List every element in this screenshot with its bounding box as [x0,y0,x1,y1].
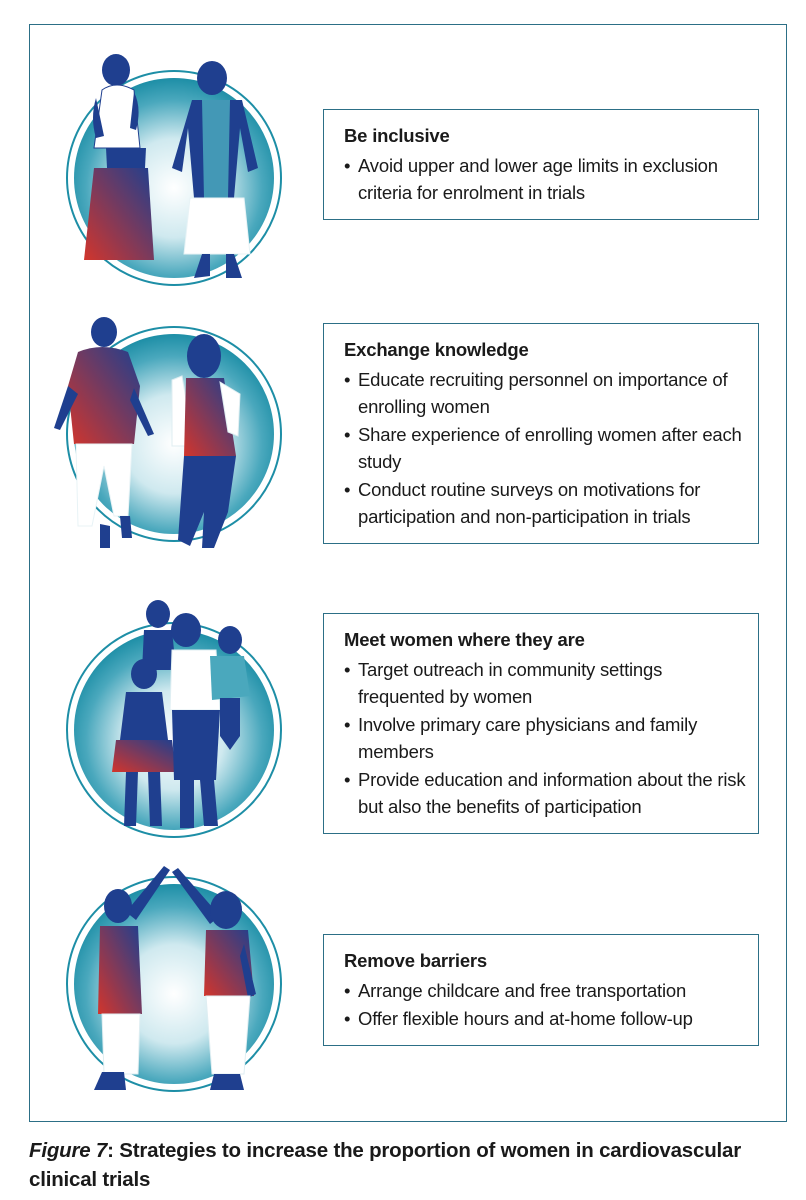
strategy-bullet: Avoid upper and lower age limits in excl… [344,152,746,206]
figure-caption: Figure 7: Strategies to increase the pro… [29,1136,789,1194]
strategy-title: Exchange knowledge [344,339,529,360]
figure-label: Figure 7 [29,1139,108,1162]
strategy-title: Meet women where they are [344,629,585,650]
strategy-bullet: Involve primary care physicians and fami… [344,711,746,765]
two-older-women-silhouette-icon [66,54,282,286]
strategy-bullet: Target outreach in community settings fr… [344,656,746,710]
women-with-children-silhouette-icon [66,600,282,838]
strategy-bullet: Educate recruiting personnel on importan… [344,366,746,420]
caption-separator: : [107,1139,114,1162]
figure-frame [29,24,787,1122]
strategy-bullet: Provide education and information about … [344,766,746,820]
strategy-card-meet-women: Meet women where they are Target outreac… [323,613,759,834]
strategy-card-be-inclusive: Be inclusive Avoid upper and lower age l… [323,109,759,220]
two-women-high-five-silhouette-icon [66,866,282,1092]
strategy-title: Be inclusive [344,125,450,146]
two-women-walking-silhouette-icon [54,317,282,548]
strategy-bullet-list: Arrange childcare and free transportatio… [344,977,746,1032]
strategy-bullet: Conduct routine surveys on motivations f… [344,476,746,530]
strategy-card-remove-barriers: Remove barriers Arrange childcare and fr… [323,934,759,1046]
strategy-bullet-list: Avoid upper and lower age limits in excl… [344,152,746,206]
strategy-bullet-list: Educate recruiting personnel on importan… [344,366,746,530]
strategy-bullet-list: Target outreach in community settings fr… [344,656,746,820]
strategy-bullet: Offer flexible hours and at-home follow-… [344,1005,746,1032]
strategy-title: Remove barriers [344,950,488,971]
caption-text: Strategies to increase the proportion of… [29,1139,741,1191]
strategy-bullet: Arrange childcare and free transportatio… [344,977,746,1004]
strategy-card-exchange-knowledge: Exchange knowledge Educate recruiting pe… [323,323,759,544]
strategy-bullet: Share experience of enrolling women afte… [344,421,746,475]
